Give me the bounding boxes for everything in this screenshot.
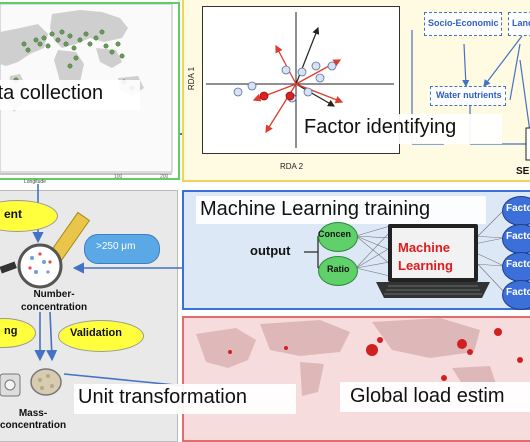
factor-node-3-label: Facto bbox=[506, 259, 530, 270]
validation-ellipse bbox=[58, 320, 144, 352]
factor-node-2 bbox=[502, 224, 530, 254]
output-label: output bbox=[250, 243, 291, 258]
data-collection-panel: 100 200 Longitude Data collection bbox=[0, 2, 180, 185]
factor-node-3 bbox=[502, 252, 530, 282]
socio-economic-label: Socio-Economic bbox=[428, 18, 499, 28]
rda-x-label: RDA 2 bbox=[280, 162, 304, 171]
global-load-title: Global load estim bbox=[350, 385, 505, 407]
factor-node-1-label: Facto bbox=[506, 203, 530, 214]
socio-economic-box bbox=[424, 12, 502, 36]
global-load-title-box bbox=[340, 382, 530, 412]
data-collection-title-box bbox=[0, 80, 140, 110]
map-axis-tick-200: 200 bbox=[160, 174, 169, 180]
map-axis-tick-100: 100 bbox=[114, 174, 123, 180]
laptop-text-line1: Machine bbox=[398, 240, 451, 255]
output-node-concen bbox=[318, 222, 358, 252]
size-bubble-label: >250 μm bbox=[96, 241, 136, 252]
mass-concentration-label: Mass-concentration bbox=[0, 408, 67, 431]
rda-vectors bbox=[206, 12, 530, 161]
factor-node-4 bbox=[502, 280, 530, 310]
ellipse-top-label: ent bbox=[4, 207, 22, 221]
ellipse-left-label: ng bbox=[4, 325, 18, 337]
output-node-ratio bbox=[318, 256, 358, 286]
factor-node-4-label: Facto bbox=[506, 287, 530, 298]
water-nutrients-box bbox=[430, 86, 506, 106]
factor-node-2-label: Facto bbox=[506, 231, 530, 242]
factor-identifying-title: Factor identifying bbox=[304, 116, 457, 138]
sem-label: SE bbox=[516, 166, 530, 177]
water-nutrients-label: Water nutrients bbox=[436, 90, 502, 100]
unit-transformation-title: Unit transformation bbox=[78, 386, 247, 408]
output-node-ratio-label: Ratio bbox=[327, 264, 350, 274]
ml-training-title: Machine Learning training bbox=[200, 198, 431, 220]
data-collection-title: Data collection bbox=[0, 82, 104, 104]
factor-identifying-panel: RDA 1 RDA 2 bbox=[182, 0, 530, 182]
ml-title-box bbox=[196, 196, 486, 224]
laptop-text-line2: Learning bbox=[398, 258, 453, 273]
output-node-concen-label: Concen bbox=[318, 229, 352, 239]
map-axis-label: Longitude bbox=[24, 179, 46, 185]
land-label: Land bbox=[512, 18, 530, 28]
factor-title-box bbox=[298, 114, 502, 144]
land-box bbox=[508, 12, 530, 36]
unit-title-box bbox=[74, 384, 296, 414]
number-concentration-label: Number-concentration bbox=[20, 289, 88, 313]
size-bubble bbox=[84, 234, 160, 264]
validation-label: Validation bbox=[70, 327, 122, 339]
